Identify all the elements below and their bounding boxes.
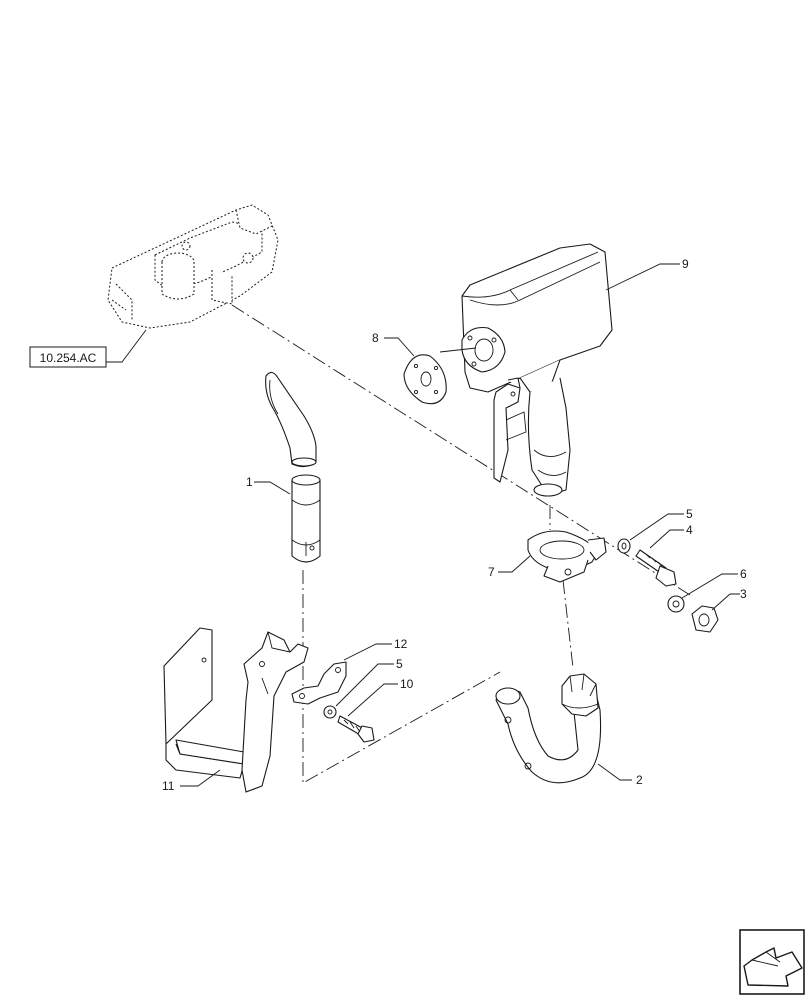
reference-callout[interactable]: 10.254.AC (29, 329, 147, 368)
assembly-centerlines (231, 304, 691, 784)
bolt-small (337, 683, 398, 743)
callout-5-lower: 5 (396, 657, 403, 671)
exhaust-tailpipe (254, 371, 321, 563)
nav-arrow-shape[interactable] (743, 947, 803, 987)
callout-labels: 1 2 3 4 5 6 7 8 9 10 11 12 5 (162, 257, 747, 793)
reference-label[interactable]: 10.254.AC (40, 351, 97, 365)
callout-7: 7 (488, 565, 495, 579)
arrow-icon[interactable] (739, 929, 805, 995)
callout-12: 12 (394, 637, 408, 651)
reference-box[interactable] (29, 346, 107, 368)
muffler (439, 243, 680, 497)
gasket (384, 337, 447, 405)
callout-2: 2 (636, 773, 643, 787)
callout-9: 9 (682, 257, 689, 271)
callout-5-upper: 5 (686, 507, 693, 521)
washer-upper (617, 513, 684, 554)
clamp-half (291, 643, 392, 705)
callout-4: 4 (686, 523, 693, 537)
support-bracket (163, 627, 309, 793)
callout-6: 6 (740, 567, 747, 581)
callout-1: 1 (246, 475, 253, 489)
callout-8: 8 (372, 331, 379, 345)
nut (691, 593, 740, 633)
bolt-upper (635, 529, 684, 587)
washer-small (323, 663, 394, 719)
elbow-pipe (495, 673, 632, 784)
clamp (498, 530, 607, 583)
washer-lower (667, 573, 738, 613)
exhaust-manifold (107, 204, 279, 329)
callout-11: 11 (162, 779, 175, 793)
callout-3: 3 (740, 587, 747, 601)
callout-10: 10 (400, 677, 414, 691)
